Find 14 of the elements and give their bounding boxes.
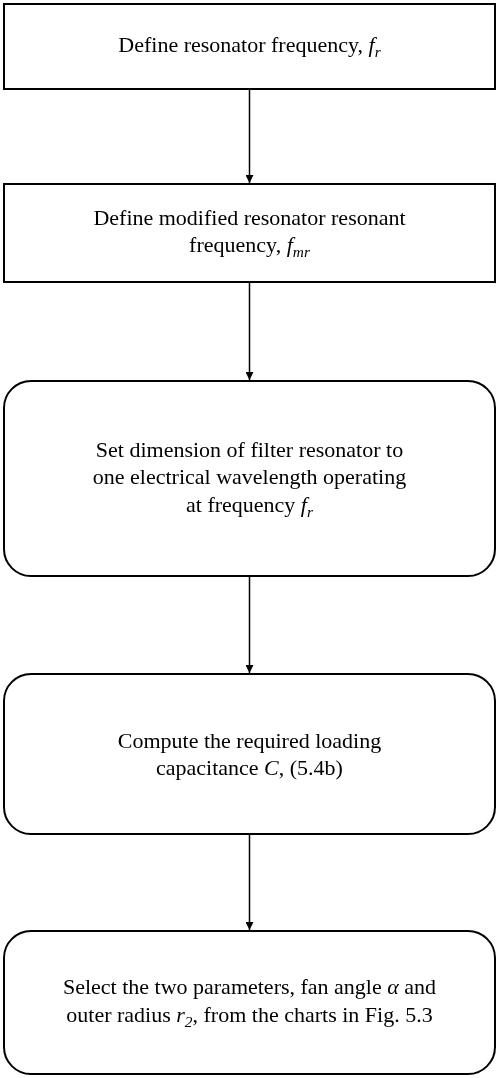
- rounded-process-box: [3, 930, 496, 1075]
- arrow: [245, 576, 254, 674]
- arrow: [245, 89, 254, 184]
- rounded-process-box: [3, 380, 496, 577]
- step-text: Set dimension of filter resonator to one electrical wavelength operating at frequency f$_{r}$: [91, 435, 408, 522]
- step-text: Define resonator frequency, f$_{r}$: [118, 31, 381, 62]
- rounded-process-box: [3, 673, 496, 835]
- process-box: [3, 3, 496, 90]
- process-box: [3, 183, 496, 283]
- step-text: Compute the required loading capacitance C, (5.4b): [116, 726, 383, 782]
- arrow: [245, 282, 254, 381]
- arrow: [245, 834, 254, 931]
- step-text: Select the two parameters, fan angle α and outer radius r$_{2}$, from the charts in Fig. 5.3: [61, 973, 438, 1032]
- step-text: Define modified resonator resonant frequency, f$_{mr}$: [92, 203, 407, 263]
